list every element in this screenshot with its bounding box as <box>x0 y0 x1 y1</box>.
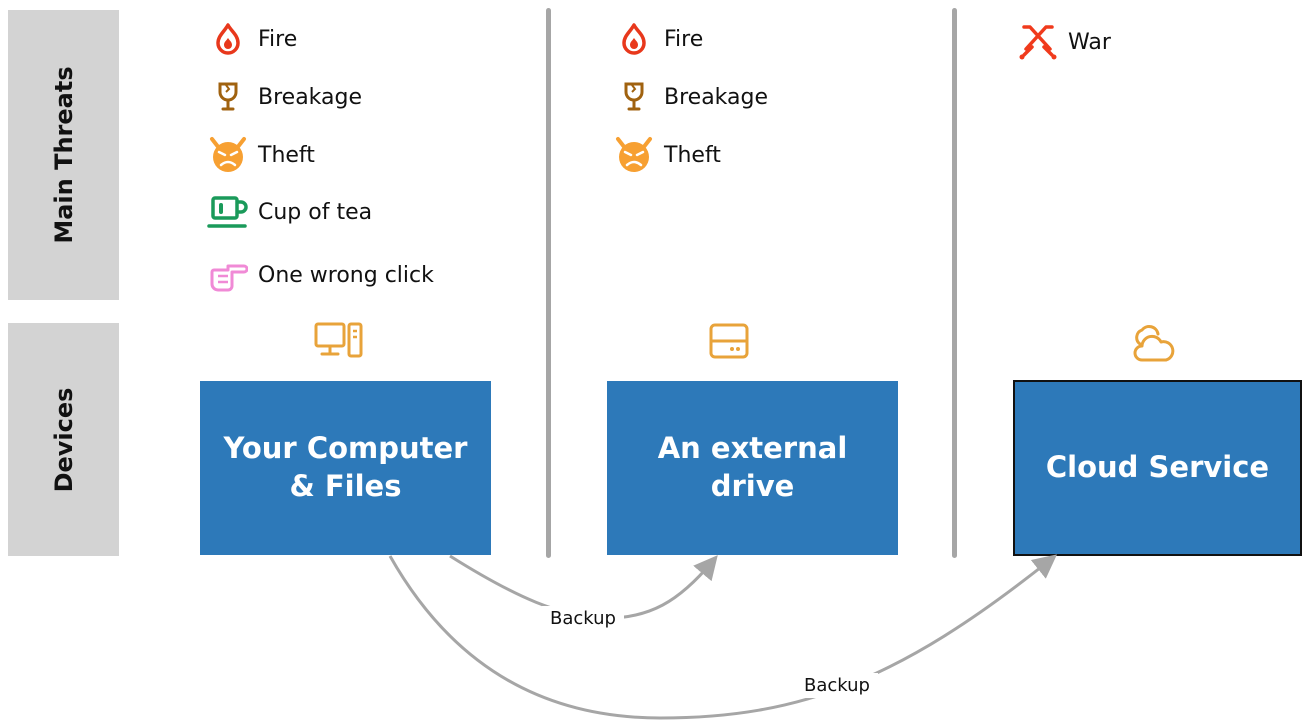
threat-item: Breakage <box>202 77 362 117</box>
fire-icon <box>608 19 660 59</box>
fire-icon <box>202 19 254 59</box>
threat-item: Theft <box>608 135 721 175</box>
device-external-drive: An external drive <box>607 381 898 555</box>
backup-label: Backup <box>542 606 624 631</box>
threat-item: Fire <box>608 19 703 59</box>
crossed-swords-icon <box>1012 22 1064 62</box>
cloud-icon <box>1128 322 1175 362</box>
threat-label: Theft <box>258 142 315 168</box>
threat-label: Fire <box>258 26 298 52</box>
broken-glass-icon <box>202 77 254 117</box>
devil-face-icon <box>608 135 660 175</box>
desktop-computer-icon <box>314 320 363 360</box>
threat-label: One wrong click <box>258 262 434 288</box>
devices-row-label: Devices <box>8 323 119 556</box>
backup-arrow-to-cloud <box>388 554 1058 720</box>
threat-item: Cup of tea <box>202 192 372 232</box>
threat-item: Breakage <box>608 77 768 117</box>
main-threats-row-label: Main Threats <box>8 10 119 300</box>
devil-face-icon <box>202 135 254 175</box>
device-label: Cloud Service <box>1045 450 1270 485</box>
device-label: Your Computer & Files <box>223 431 468 503</box>
device-cloud-service: Cloud Service <box>1013 380 1302 556</box>
threat-label: Breakage <box>664 84 769 110</box>
column-divider <box>546 8 551 558</box>
broken-glass-icon <box>608 77 660 117</box>
device-label: An external drive <box>657 431 848 503</box>
backup-label: Backup <box>796 673 878 698</box>
device-your-computer: Your Computer & Files <box>200 381 491 555</box>
threat-item: War <box>1012 22 1111 62</box>
threat-label: Fire <box>664 26 704 52</box>
hard-drive-icon <box>708 322 749 362</box>
pointing-hand-icon <box>202 255 254 295</box>
threat-label: Theft <box>664 142 721 168</box>
threat-label: War <box>1068 29 1111 55</box>
threat-item: Fire <box>202 19 297 59</box>
threat-item: Theft <box>202 135 315 175</box>
column-divider <box>952 8 957 558</box>
threat-label: Cup of tea <box>258 199 373 225</box>
threat-label: Breakage <box>258 84 363 110</box>
threat-item: One wrong click <box>202 255 434 295</box>
cup-of-tea-icon <box>202 192 254 232</box>
